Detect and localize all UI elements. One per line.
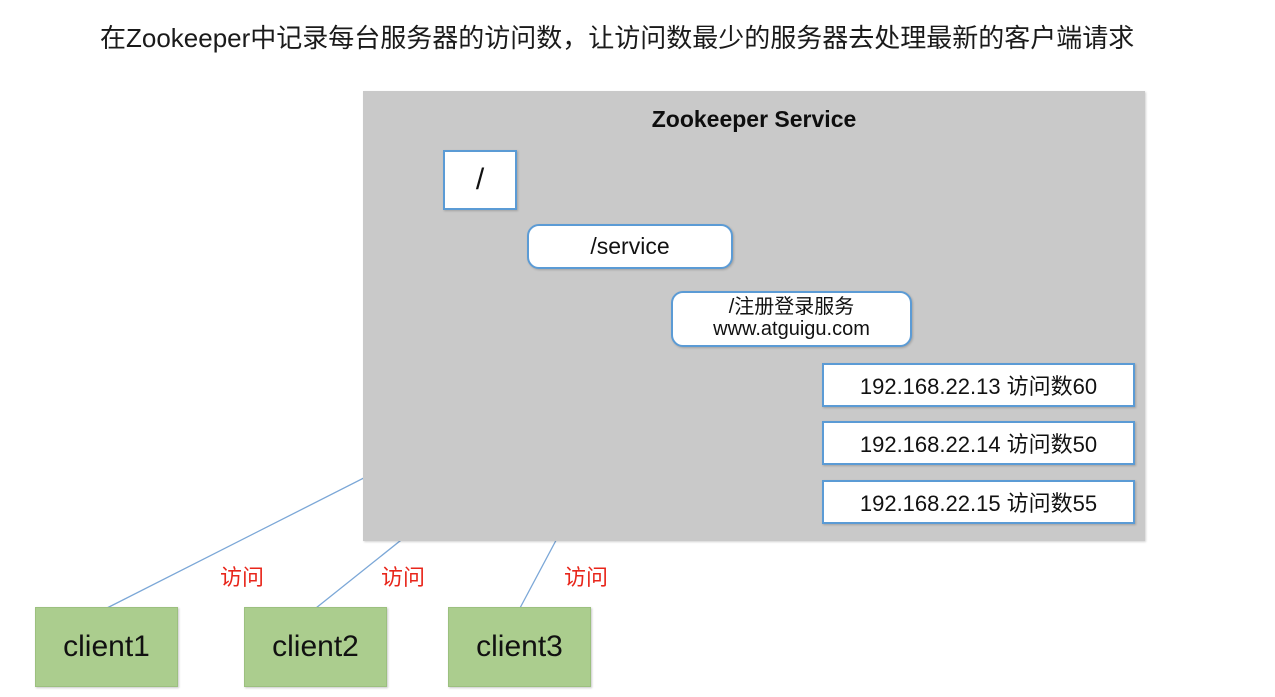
server-node-label: 192.168.22.13 访问数60 [859,374,1098,399]
server-node-192-168-22-13[interactable]: 192.168.22.13 访问数60 [822,363,1135,407]
znode-service[interactable]: /service [527,224,733,269]
client-label: client3 [476,630,563,663]
client-label: client2 [272,630,359,663]
server-node-192-168-22-14[interactable]: 192.168.22.14 访问数50 [822,421,1135,465]
access-label-client2: 访问 [381,565,426,590]
client-label: client1 [63,630,150,663]
server-node-label: 192.168.22.14 访问数50 [859,432,1098,457]
client-box-client1[interactable]: client1 [35,607,178,687]
client-box-client3[interactable]: client3 [448,607,591,687]
server-node-192-168-22-15[interactable]: 192.168.22.15 访问数55 [822,480,1135,524]
znode-register-login-service[interactable]: /注册登录服务 www.atguigu.com [671,291,912,347]
client-box-client2[interactable]: client2 [244,607,387,687]
zookeeper-service-heading: Zookeeper Service [651,106,857,132]
access-label-client1: 访问 [220,565,265,590]
page-title: 在Zookeeper中记录每台服务器的访问数，让访问数最少的服务器去处理最新的客… [100,23,1135,53]
znode-root[interactable]: / [443,150,517,210]
znode-register-label: /注册登录服务 [728,296,855,319]
znode-service-label: /service [590,233,670,259]
access-label-client3: 访问 [564,565,609,590]
znode-register-url: www.atguigu.com [713,318,870,340]
server-node-label: 192.168.22.15 访问数55 [859,491,1098,516]
znode-root-label: / [475,163,485,196]
